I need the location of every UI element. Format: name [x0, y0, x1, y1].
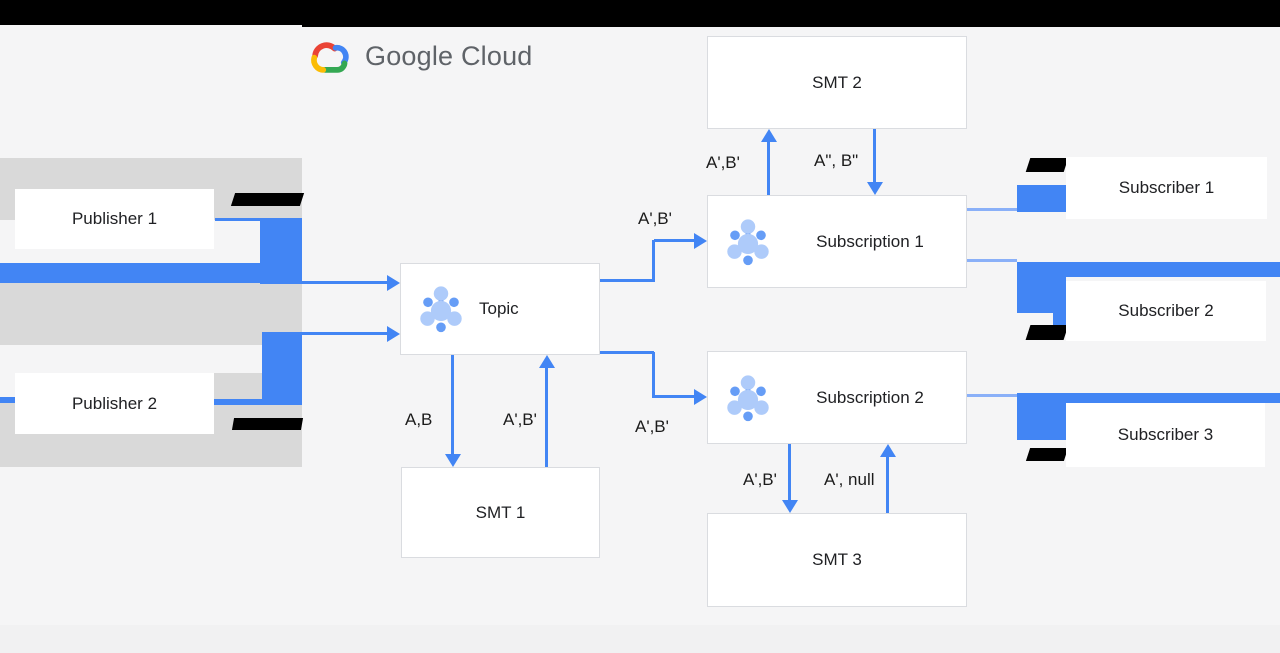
arrow-smt3-to-subscription2 [886, 454, 889, 513]
edge-label-subscription2-to-smt3: A',B' [743, 470, 777, 489]
arrow-publisher2-to-topic [302, 332, 390, 335]
logo-text: Google Cloud [365, 40, 533, 71]
smt-2-label: SMT 2 [812, 72, 862, 92]
publisher-2-node: Publisher 2 [15, 373, 214, 434]
subscription-2-node: Subscription 2 [707, 351, 967, 444]
arrowhead [694, 389, 707, 405]
google-cloud-logo: Google Cloud [306, 38, 533, 74]
smt-1-label: SMT 1 [475, 502, 526, 522]
subscriber-3-label: Subscriber 3 [1117, 425, 1214, 444]
subscriber-1-node: Subscriber 1 [1066, 157, 1267, 219]
pubsub-icon [722, 216, 774, 268]
arrow-topic-to-subscription2 [652, 352, 655, 398]
arrow-smt2-to-subscription1 [873, 129, 876, 185]
arrowhead [782, 500, 798, 513]
smt-2-node: SMT 2 [707, 36, 967, 129]
arrow-topic-to-smt1 [451, 355, 454, 457]
arrow-topic-to-subscription1 [654, 239, 695, 242]
pubsub-icon [722, 372, 774, 424]
arrow-smt1-to-topic [545, 365, 548, 467]
edge-label-topic-to-subscription1: A',B' [638, 209, 672, 228]
arrow-subscription1-to-smt2 [767, 139, 770, 195]
edge-label-subscription1-to-smt2: A',B' [706, 153, 740, 172]
glitch-blue-rect [262, 332, 302, 405]
arrowhead [867, 182, 883, 195]
glitch-lightblue-line [967, 259, 1017, 262]
glitch-black-bar [1025, 325, 1069, 340]
glitch-gray-band [0, 283, 302, 345]
pubsub-icon [415, 283, 467, 335]
subscription-1-label: Subscription 1 [816, 231, 924, 251]
edge-label-smt1-to-topic: A',B' [503, 410, 537, 429]
glitch-lightblue-line [967, 394, 1017, 397]
arrow-topic-to-subscription2 [600, 351, 654, 354]
publisher-1-label: Publisher 1 [71, 209, 158, 228]
arrowhead [387, 326, 400, 342]
glitch-blue-line [0, 397, 15, 403]
glitch-black-bar [230, 193, 305, 206]
subscriber-2-node: Subscriber 2 [1066, 281, 1266, 341]
arrow-publisher1-to-topic [302, 281, 390, 284]
arrowhead [445, 454, 461, 467]
top-black-bar-left [0, 0, 302, 25]
publisher-2-label: Publisher 2 [71, 393, 158, 413]
subscription-1-node: Subscription 1 [707, 195, 967, 288]
bottom-band [0, 625, 1280, 653]
google-cloud-icon [311, 42, 349, 73]
arrow-subscription2-to-smt3 [788, 444, 791, 503]
subscriber-3-node: Subscriber 3 [1066, 403, 1265, 467]
arrowhead [539, 355, 555, 368]
edge-label-smt3-to-subscription2: A', null [824, 470, 875, 489]
arrowhead [880, 444, 896, 457]
arrow-topic-to-subscription1 [600, 279, 654, 282]
subscriber-1-label: Subscriber 1 [1118, 178, 1215, 197]
glitch-blue-line [215, 218, 302, 221]
subscription-2-label: Subscription 2 [816, 387, 924, 407]
smt-3-node: SMT 3 [707, 513, 967, 607]
edge-label-topic-to-subscription2: A',B' [635, 417, 669, 436]
smt-1-node: SMT 1 [401, 467, 600, 558]
glitch-black-bar [1025, 448, 1069, 461]
arrowhead [761, 129, 777, 142]
glitch-lightblue-line [967, 208, 1017, 211]
arrow-topic-to-subscription2 [654, 395, 695, 398]
glitch-black-bar [1025, 158, 1069, 172]
subscriber-2-label: Subscriber 2 [1118, 301, 1214, 320]
arrow-topic-to-subscription1 [652, 240, 655, 282]
glitch-blue-rect [260, 221, 302, 284]
publisher-1-node: Publisher 1 [15, 189, 214, 249]
top-black-bar-right [302, 0, 1280, 27]
glitch-blue-band [1017, 262, 1280, 277]
glitch-blue-rect [1053, 262, 1066, 325]
glitch-blue-band [0, 263, 261, 283]
arrowhead [694, 233, 707, 249]
topic-node: Topic [400, 263, 600, 355]
glitch-blue-line [214, 399, 263, 405]
edge-label-topic-to-smt1: A,B [405, 410, 433, 429]
glitch-light-patch [0, 373, 15, 397]
glitch-blue-band [1017, 393, 1280, 403]
topic-label: Topic [479, 299, 519, 318]
glitch-blue-rect [1017, 185, 1066, 212]
arrowhead [387, 275, 400, 291]
edge-label-smt2-to-subscription1: A", B" [814, 151, 859, 170]
glitch-black-bar [231, 418, 304, 430]
smt-3-label: SMT 3 [812, 550, 862, 569]
